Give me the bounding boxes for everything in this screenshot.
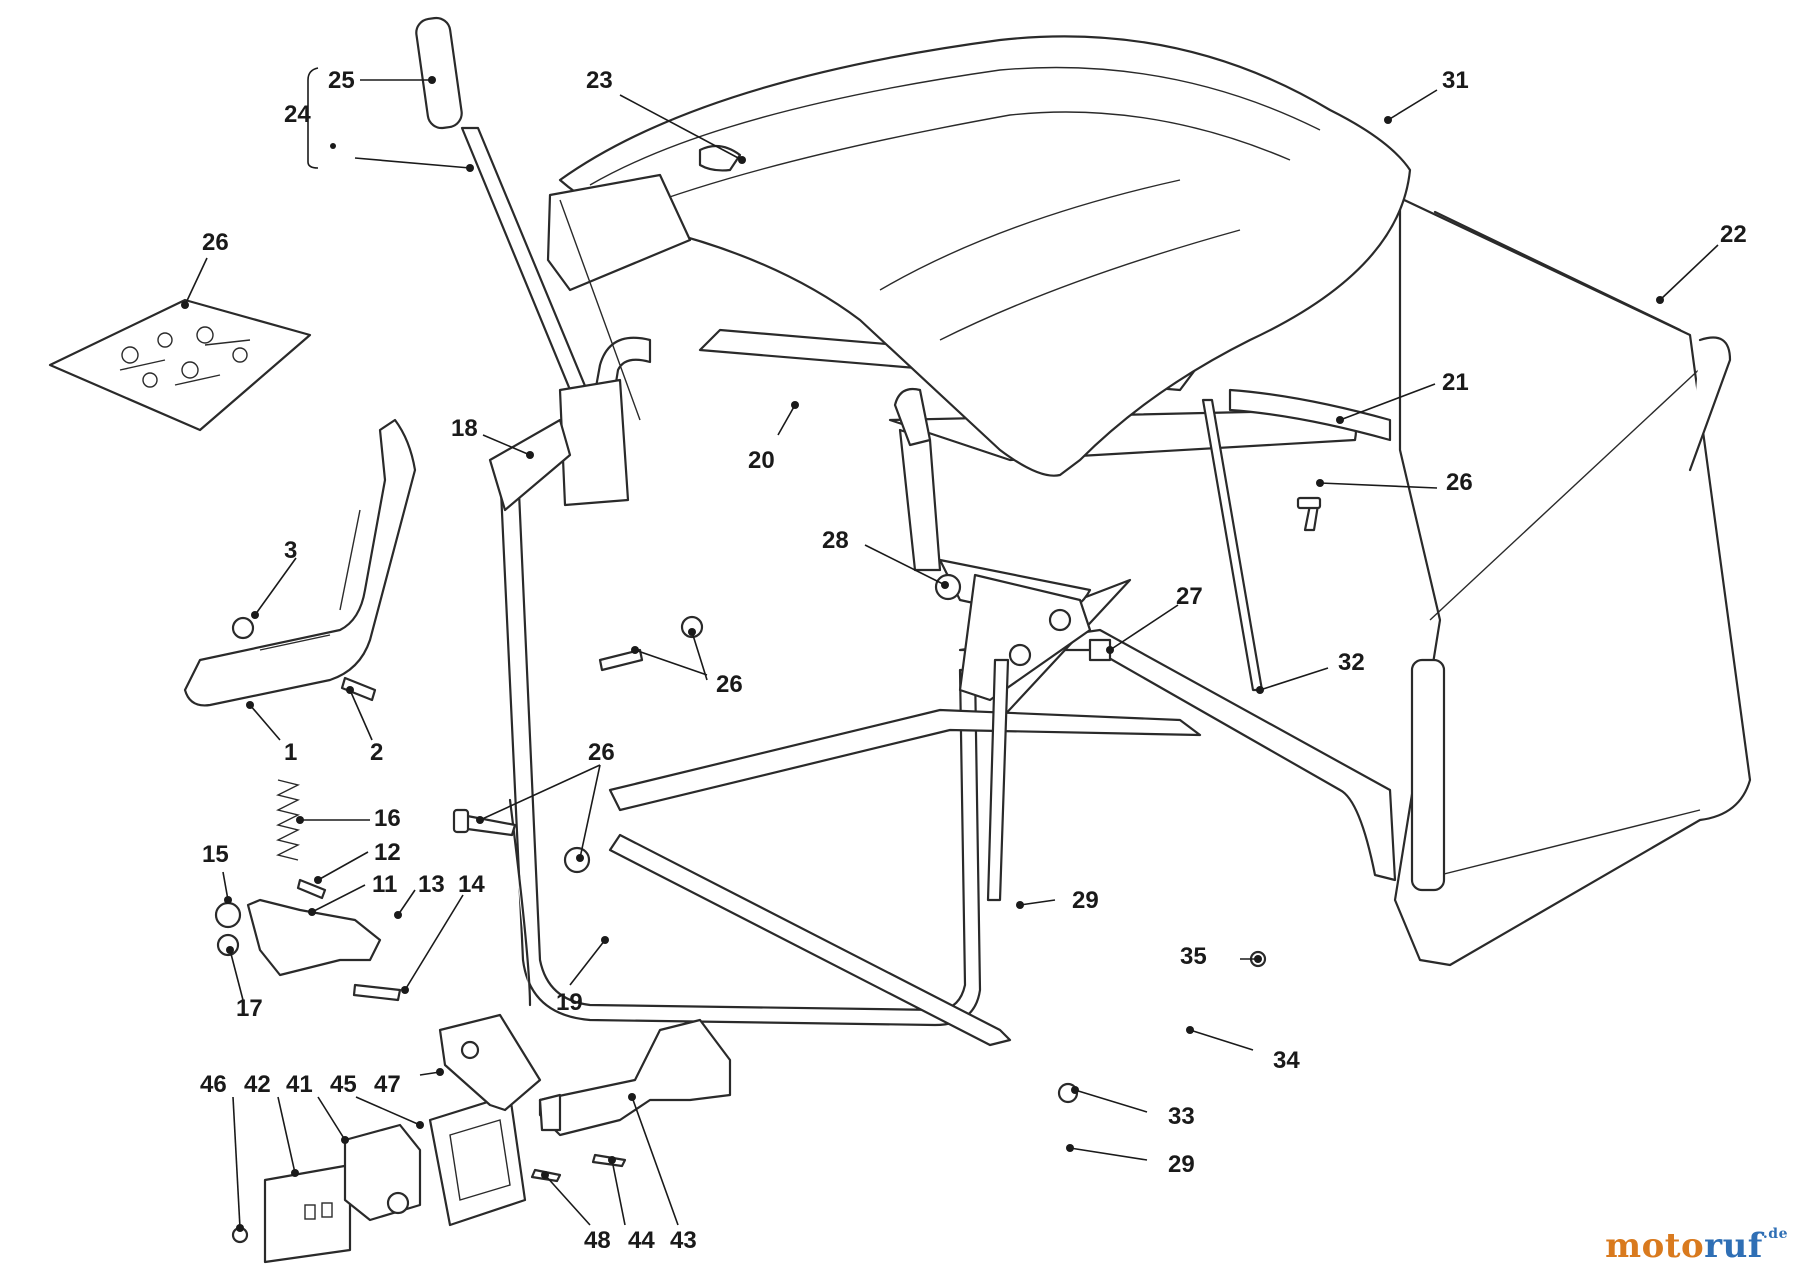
logo-part2: ruf [1704,1226,1763,1266]
callout-2: 2 [370,739,383,766]
grass-bag [1393,196,1752,967]
callout-18: 18 [451,415,478,442]
callout-28: 28 [822,527,849,554]
callout-labels: 25 24 23 31 26 22 21 18 20 26 3 28 27 32… [200,67,1747,1254]
callout-26-mid: 26 [716,671,743,698]
logo-tld: .de [1762,1226,1788,1242]
leader-lines [181,67,1719,1232]
hardware-bag [48,298,312,432]
small-hardware [214,496,1322,1104]
pivot-brackets [488,378,1092,702]
latch-assembly [231,1013,732,1264]
callout-29-rod: 29 [1072,887,1099,914]
callout-43: 43 [670,1227,697,1254]
callout-42: 42 [244,1071,271,1098]
callout-15: 15 [202,841,229,868]
callout-41: 41 [286,1071,313,1098]
side-plate [183,418,417,707]
callout-33: 33 [1168,1103,1195,1130]
callout-45: 45 [330,1071,357,1098]
motoruf-logo: motoruf.de [1605,1226,1788,1266]
callout-19: 19 [556,989,583,1016]
callout-46: 46 [200,1071,227,1098]
callout-20: 20 [748,447,775,474]
callout-23: 23 [586,67,613,94]
callout-26-low: 26 [588,739,615,766]
callout-3: 3 [284,537,297,564]
callout-14: 14 [458,871,485,898]
logo-part1: moto [1605,1226,1705,1266]
callout-26-bag: 26 [202,229,229,256]
callout-31: 31 [1442,67,1469,94]
callout-34: 34 [1273,1047,1300,1074]
callout-12: 12 [374,839,401,866]
callout-26-bolt: 26 [1446,469,1473,496]
callout-29-bolt: 29 [1168,1151,1195,1178]
callout-35: 35 [1180,943,1207,970]
callout-25: 25 [328,67,355,94]
callout-47: 47 [374,1071,401,1098]
callout-21: 21 [1442,369,1469,396]
lever-handle [415,16,597,416]
callout-17: 17 [236,995,263,1022]
callout-32: 32 [1338,649,1365,676]
callout-16: 16 [374,805,401,832]
callout-1: 1 [284,739,297,766]
callout-22: 22 [1720,221,1747,248]
bag-cover [546,35,1412,477]
callout-48: 48 [584,1227,611,1254]
callout-24: 24 [284,101,311,128]
callout-13: 13 [418,871,445,898]
callout-44: 44 [628,1227,655,1254]
callout-11: 11 [372,871,397,898]
callout-27: 27 [1176,583,1203,610]
